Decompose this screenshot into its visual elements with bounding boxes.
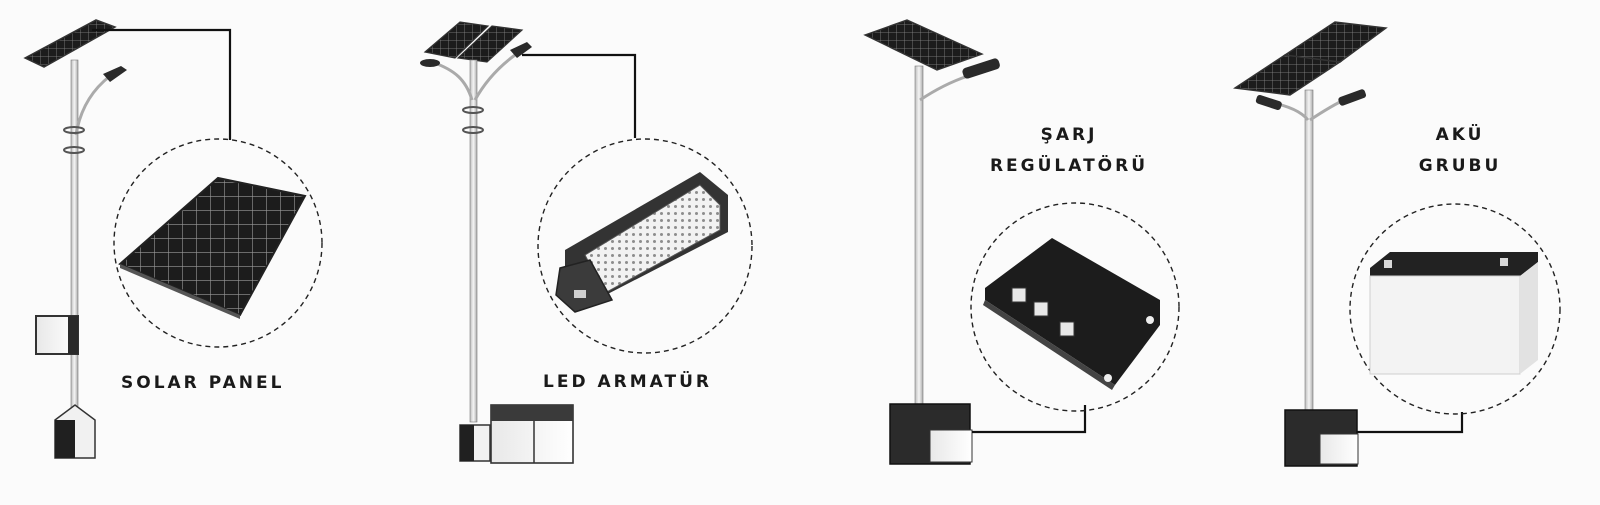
pole-solar-panel xyxy=(1233,54,1342,96)
pole-solar-panel xyxy=(863,19,984,71)
label-solar-panel: SOLAR PANEL xyxy=(121,373,285,393)
pole-ring xyxy=(63,126,85,134)
connector-line xyxy=(92,28,232,140)
lamp-head xyxy=(510,42,532,58)
lamp-head xyxy=(1338,89,1367,106)
label-aku-grubu: AKÜ GRUBU xyxy=(1418,125,1502,176)
label-sarj-regulatoru: ŞARJ REGÜLATÖRÜ xyxy=(989,125,1149,176)
connector-line xyxy=(972,405,1087,434)
led-armature-closeup xyxy=(555,172,728,313)
pole-solar-panel xyxy=(456,25,524,63)
pole-base-front xyxy=(460,425,474,461)
lamp-head xyxy=(1255,94,1282,110)
battery-cabinet-top xyxy=(491,405,573,421)
callout-circle xyxy=(537,138,753,354)
battery-box-side xyxy=(68,316,78,354)
battery-closeup xyxy=(1369,252,1538,375)
pole-ring xyxy=(462,106,484,114)
lamp-arm xyxy=(74,74,111,136)
lamp-head xyxy=(420,59,440,67)
street-light-pole-4 xyxy=(1233,21,1561,467)
pole-solar-panel xyxy=(423,21,490,59)
solar-panel-closeup-edge xyxy=(120,264,240,319)
pole-base-front xyxy=(55,420,75,458)
lamp-arm xyxy=(431,60,474,101)
connector-line xyxy=(1357,412,1464,434)
callout-circle xyxy=(970,202,1180,412)
battery-cabinet-face xyxy=(1319,433,1359,465)
pole-shaft xyxy=(469,59,478,423)
pole-solar-panel xyxy=(1283,21,1388,63)
charge-controller-closeup xyxy=(983,238,1160,390)
pole-solar-panel xyxy=(23,19,117,68)
street-light-pole-2 xyxy=(420,21,753,464)
lamp-head xyxy=(962,58,1000,79)
street-light-pole-3 xyxy=(863,19,1180,465)
battery-cabinet-face xyxy=(929,429,973,463)
callout-circle xyxy=(113,138,323,348)
pole-ring xyxy=(462,126,484,134)
pole-shaft xyxy=(914,65,924,417)
solar-panel-closeup xyxy=(118,176,307,317)
lamp-arm xyxy=(473,53,516,101)
pole-ring xyxy=(63,146,85,154)
street-light-pole-1 xyxy=(23,19,323,459)
pole-shaft xyxy=(1304,89,1314,421)
lamp-head xyxy=(103,66,127,82)
lamp-arm xyxy=(919,74,969,102)
callout-circle xyxy=(1349,203,1561,415)
pole-shaft xyxy=(70,59,79,411)
label-led-armatur: LED ARMATÜR xyxy=(543,372,712,392)
connector-line xyxy=(522,53,637,138)
